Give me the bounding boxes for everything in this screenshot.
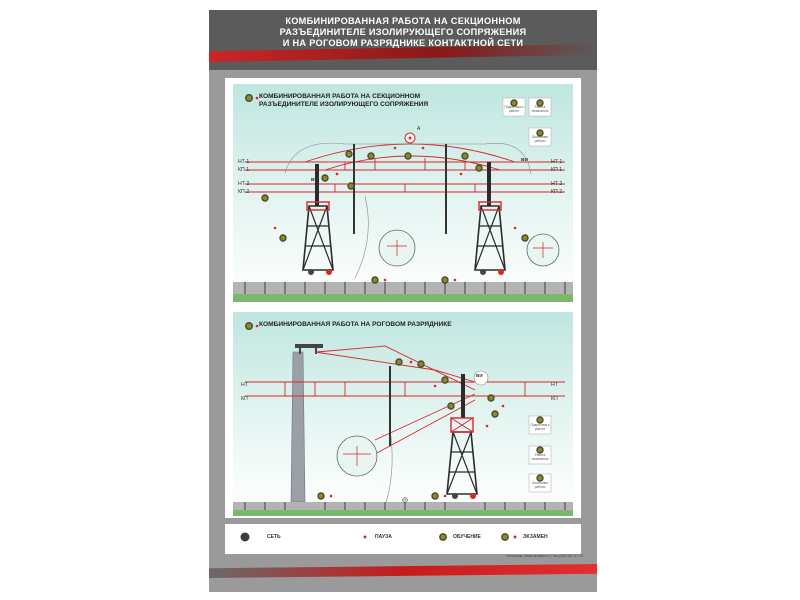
feeder-wire [316, 345, 476, 391]
ladder [461, 374, 465, 418]
wire-label: НТ [551, 382, 558, 388]
tower-left [302, 164, 334, 275]
wire-label: КП 2 [238, 189, 250, 195]
wheel [498, 269, 504, 275]
exam-icon [501, 533, 509, 541]
poster-footer: Интерлюр | www.sentelps.ru | тел.(495) 9… [209, 552, 597, 592]
panel1-title: КОМБИНИРОВАННАЯ РАБОТА НА СЕКЦИОННОМ РАЗ… [259, 93, 428, 109]
diagram-2 [233, 322, 573, 516]
wire-labels-right-2: НТ КП [551, 378, 558, 406]
pause-icon [363, 535, 367, 539]
tower-top [450, 417, 474, 433]
legend-training-button[interactable]: ОБУЧЕНИЕ [453, 534, 481, 540]
cable-loop [284, 142, 532, 175]
wire-label: НТ 2 [551, 181, 563, 187]
legend-bar: СЕТЬ ПАУЗА ОБУЧЕНИЕ ЭКЗАМЕН [225, 524, 581, 554]
wire-labels-left-2: НТ КП [241, 378, 248, 406]
legend-exam-button[interactable]: ЭКЗАМЕН [523, 534, 548, 540]
panel-sectional-switch: КОМБИНИРОВАННАЯ РАБОТА НА СЕКЦИОННОМ РАЗ… [225, 78, 581, 314]
diagram-1 [233, 94, 573, 302]
grass [233, 510, 573, 516]
status-box [528, 97, 552, 117]
marker [245, 94, 254, 103]
legend-icons [240, 532, 517, 542]
tower-right [474, 162, 506, 275]
tower-top-right [478, 201, 502, 211]
cable [354, 195, 369, 279]
rail-track [233, 502, 573, 512]
pole-bracket [295, 344, 323, 348]
pole [445, 144, 447, 234]
status-start-button[interactable]: Работа начинается [531, 105, 549, 113]
status-end-button[interactable]: Окончание работы [531, 481, 549, 489]
sleepers [244, 282, 566, 294]
wire-labels-right-1: НТ 1 КП 1 НТ 2 КП 2 [551, 158, 562, 196]
panel1-title-line: КОМБИНИРОВАННАЯ РАБОТА НА СЕКЦИОННОМ [259, 93, 421, 100]
wire-label: НТ 1 [551, 159, 563, 165]
status-box [528, 127, 552, 147]
wire-arc-mid [324, 155, 501, 171]
point-a-label: А [417, 126, 421, 132]
wheel [480, 269, 486, 275]
wheel [452, 493, 458, 499]
scene-2 [233, 312, 573, 508]
tower-top-left [306, 201, 330, 211]
wheel [308, 269, 314, 275]
markers-2 [245, 322, 544, 500]
status-prepare-button[interactable]: Подготовка к работе [530, 423, 550, 431]
feeder-wire [314, 351, 476, 383]
ladder-right [487, 162, 491, 206]
pole [389, 366, 391, 446]
wire-label: КП [241, 396, 248, 402]
status-start-button[interactable]: Работа начинается [531, 453, 549, 461]
contact-wires-2 [245, 345, 565, 397]
contact-wires-1 [245, 143, 565, 193]
wire-label: КП 1 [551, 167, 563, 173]
marker [245, 322, 254, 331]
wire-labels-left-1: НТ 1 КП 1 НТ 2 КП 2 [238, 158, 249, 196]
markers-1 [245, 94, 544, 284]
tower-arrester [446, 374, 478, 499]
switch-label: ВИ [521, 158, 528, 163]
panel2-title: КОМБИНИРОВАННАЯ РАБОТА НА РОГОВОМ РАЗРЯД… [259, 321, 452, 328]
switch-label: ВИ [476, 373, 483, 378]
network-icon [240, 532, 250, 542]
panel-horn-arrester: КОМБИНИРОВАННАЯ РАБОТА НА РОГОВОМ РАЗРЯД… [225, 306, 581, 518]
publisher-credit: Интерлюр | www.sentelps.ru | тел.(495) 9… [506, 554, 583, 558]
switch-label: ВИ [311, 178, 318, 183]
status-box [528, 445, 552, 465]
wire-label: НТ 1 [238, 159, 250, 165]
poster: КОМБИНИРОВАННАЯ РАБОТА НА СЕКЦИОННОМ РАЗ… [209, 10, 597, 592]
status-box [528, 415, 552, 435]
concrete-pole [290, 351, 306, 503]
status-box [502, 97, 526, 117]
switch-circle [473, 370, 489, 386]
training-icon [439, 533, 447, 541]
wire-label: НТ 2 [238, 181, 250, 187]
poster-title-line: РАЗЪЕДИНИТЕЛЕ ИЗОЛИРУЮЩЕГО СОПРЯЖЕНИЯ [279, 27, 527, 37]
wire-label: КП 2 [551, 189, 563, 195]
panel1-title-line: РАЗЪЕДИНИТЕЛЕ ИЗОЛИРУЮЩЕГО СОПРЯЖЕНИЯ [259, 101, 429, 108]
ladder-left [315, 164, 319, 206]
status-end-button[interactable]: Окончание работы [531, 135, 549, 143]
status-box [528, 473, 552, 493]
exam-dot-icon [513, 535, 517, 539]
wheel [470, 493, 476, 499]
grass [233, 294, 573, 302]
wire-label: КП [551, 396, 558, 402]
ground-wire [374, 393, 476, 441]
pole [353, 144, 355, 234]
legend-pause-button[interactable]: ПАУЗА [375, 534, 392, 540]
footer-band [209, 564, 597, 578]
wire-label: НТ [241, 382, 248, 388]
poster-title-line: КОМБИНИРОВАННАЯ РАБОТА НА СЕКЦИОННОМ [285, 16, 521, 26]
wheel [326, 269, 332, 275]
poster-title-line: И НА РОГОВОМ РАЗРЯДНИКЕ КОНТАКТНОЙ СЕТИ [282, 38, 524, 48]
poster-header: КОМБИНИРОВАННАЯ РАБОТА НА СЕКЦИОННОМ РАЗ… [209, 10, 597, 70]
poster-title: КОМБИНИРОВАННАЯ РАБОТА НА СЕКЦИОННОМ РАЗ… [223, 16, 583, 49]
rail-track [233, 282, 573, 294]
wire-label: КП 1 [238, 167, 250, 173]
legend-network-button[interactable]: СЕТЬ [267, 534, 281, 540]
status-prepare-button[interactable]: Подготовка к работе [504, 105, 524, 113]
